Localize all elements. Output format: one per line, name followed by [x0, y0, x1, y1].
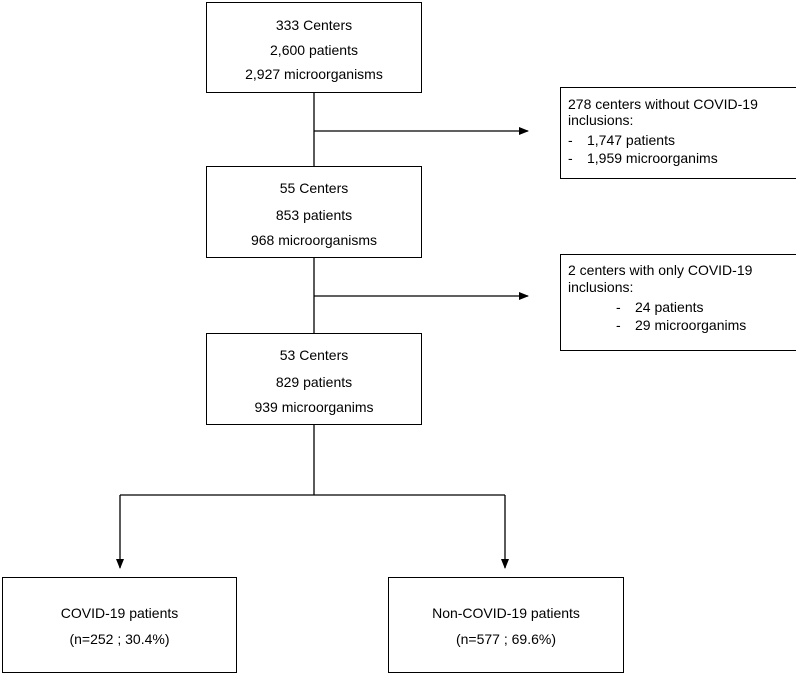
- exclusion2-bullet: -: [616, 317, 621, 333]
- exclusion2-patients: 24 patients: [635, 299, 704, 315]
- noncovid-group-stats: (n=577 ; 69.6%): [455, 631, 556, 647]
- covid-group-box: COVID-19 patients (n=252 ; 30.4%): [2, 577, 237, 673]
- noncovid-group-label: Non-COVID-19 patients: [432, 605, 580, 621]
- noncovid-group-box: Non-COVID-19 patients (n=577 ; 69.6%): [388, 577, 624, 673]
- stage2-patients: 853 patients: [275, 207, 353, 223]
- stage3-microorganisms: 939 microorganims: [254, 399, 374, 415]
- covid-group-label: COVID-19 patients: [60, 605, 179, 621]
- covid-group-stats: (n=252 ; 30.4%): [69, 631, 170, 647]
- stage3-box: 53 Centers 829 patients 939 microorganim…: [206, 333, 422, 425]
- exclusion1-patients: 1,747 patients: [587, 132, 675, 148]
- stage1-microorganisms: 2,927 microorganisms: [245, 66, 383, 82]
- stage2-box: 55 Centers 853 patients 968 microorganis…: [206, 166, 422, 258]
- stage2-centers: 55 Centers: [279, 180, 349, 196]
- stage3-centers: 53 Centers: [279, 347, 349, 363]
- exclusion2-box: 2 centers with only COVID-19 inclusions:…: [560, 254, 796, 351]
- exclusion1-bullet: -: [568, 150, 573, 166]
- stage1-patients: 2,600 patients: [270, 42, 358, 58]
- stage3-patients: 829 patients: [275, 374, 353, 390]
- exclusion2-bullet: -: [616, 299, 621, 315]
- exclusion1-title-line1: 278 centers without COVID-19: [568, 96, 758, 112]
- stage1-box: 333 Centers 2,600 patients 2,927 microor…: [206, 2, 422, 93]
- stage2-microorganisms: 968 microorganisms: [250, 232, 378, 248]
- stage1-centers: 333 Centers: [275, 17, 353, 33]
- exclusion2-title-line1: 2 centers with only COVID-19: [568, 262, 753, 278]
- exclusion1-microorganisms: 1,959 microorganims: [587, 150, 718, 166]
- exclusion2-microorganisms: 29 microorganims: [635, 317, 747, 333]
- exclusion1-title-line2: inclusions:: [568, 112, 634, 128]
- exclusion1-bullet: -: [568, 132, 573, 148]
- exclusion1-box: 278 centers without COVID-19 inclusions:…: [560, 87, 796, 179]
- exclusion2-title-line2: inclusions:: [568, 279, 634, 295]
